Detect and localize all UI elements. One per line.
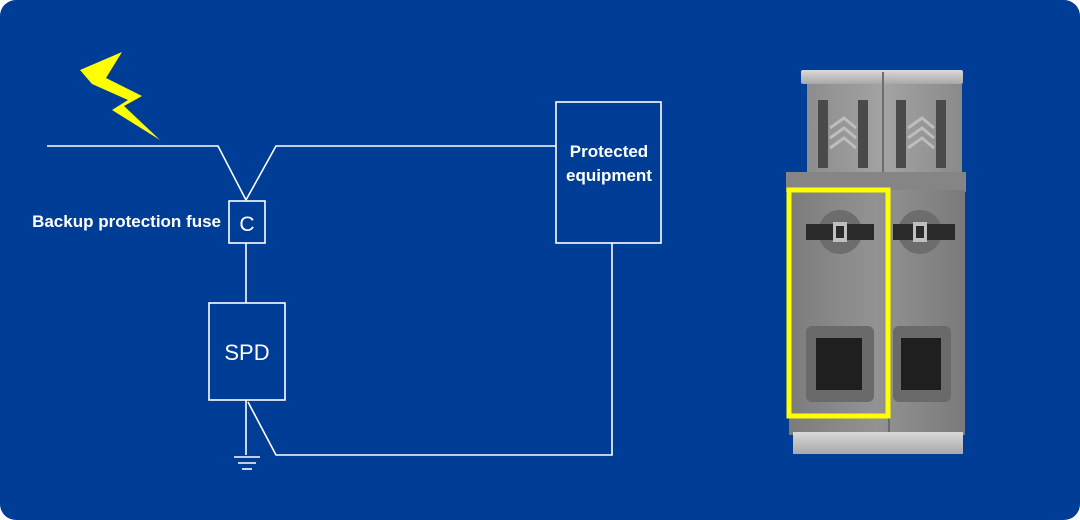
circuit-wiring (47, 145, 613, 456)
protected-equipment-box (555, 101, 662, 244)
spd-device-photo (786, 70, 966, 454)
equipment-label-line2: equipment (566, 166, 652, 185)
fuse-label: Backup protection fuse (32, 212, 221, 231)
spd-label: SPD (224, 340, 269, 365)
highlight-frame (786, 187, 891, 419)
terminal-screw-right (896, 100, 946, 168)
terminal-screw-left (818, 100, 868, 168)
fuse-box (228, 200, 266, 244)
equipment-feed-wire (245, 145, 556, 201)
ground-symbol-icon (234, 456, 260, 470)
status-window-right (893, 326, 951, 402)
status-window-left (806, 326, 874, 402)
return-wire (247, 243, 613, 456)
device-bottom-cap (793, 432, 963, 454)
lightning-bolt-icon (80, 52, 160, 140)
incoming-line-wire (47, 145, 247, 201)
fuse-symbol: C (239, 213, 254, 236)
equipment-label-line1: Protected (570, 142, 648, 161)
spd-box (208, 302, 286, 401)
module-screw-right (893, 210, 955, 254)
module-screw-left (806, 210, 874, 254)
